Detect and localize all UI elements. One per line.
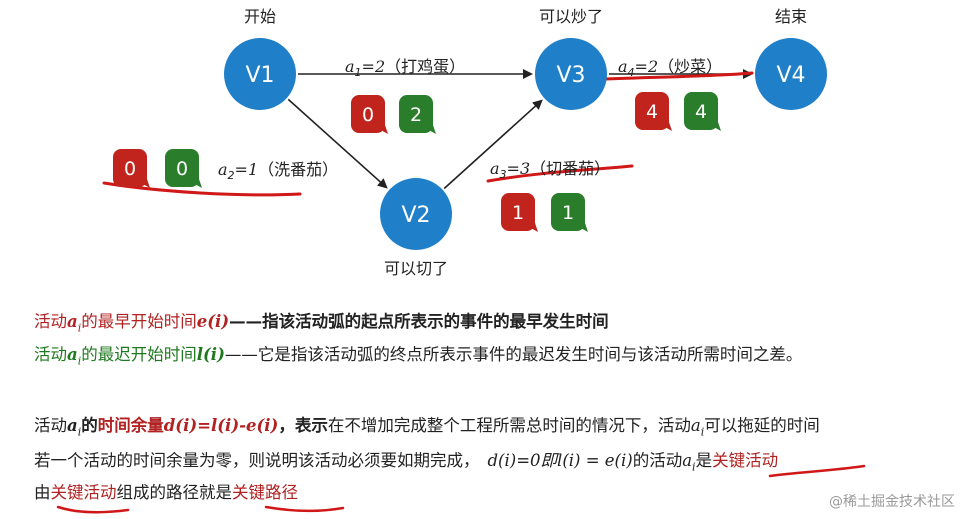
critical-activity-term: 关键活动 (712, 451, 779, 470)
event-node-label: V3 (556, 63, 585, 88)
event-caption-V3: 可以炒了 (539, 7, 603, 26)
event-caption-V2: 可以切了 (384, 259, 448, 278)
def1-term: 活动ai的最早开始时间e(i) (34, 312, 230, 335)
edge-V2-V3 (443, 99, 543, 190)
badge-value: 0 (176, 158, 188, 180)
definition-earliest-start: 活动ai的最早开始时间e(i)——指该活动弧的起点所表示的事件的最早发生时间 (34, 310, 609, 340)
badge-value: 4 (695, 101, 707, 123)
event-node-V4 (755, 38, 827, 110)
def2-desc: ——它是指该活动弧的终点所表示事件的最迟发生时间与该活动所需时间之差。 (224, 345, 803, 364)
latest-start-badge-a2: 0 (165, 149, 202, 188)
activity-label-a3: a3=3（切番茄） (490, 159, 610, 181)
watermark: @稀土掘金技术社区 (829, 494, 955, 510)
critical-path-rule: 由关键活动组成的路径就是关键路径 (34, 483, 298, 502)
earliest-start-badge-a4: 4 (635, 92, 672, 131)
badge-value: 1 (562, 202, 574, 224)
slack-formula: d(i)=l(i)-e(i) (163, 416, 279, 435)
event-node-V1 (224, 38, 296, 110)
def1-desc: ——指该活动弧的起点所表示的事件的最早发生时间 (229, 312, 609, 331)
badge-value: 0 (124, 158, 136, 180)
latest-start-badge-a1: 2 (399, 95, 436, 134)
event-node-label: V2 (401, 203, 430, 228)
badge-value: 1 (512, 202, 524, 224)
earliest-start-badge-a1: 0 (351, 95, 388, 134)
badge-value: 0 (362, 104, 374, 126)
critical-activity-rule: 若一个活动的时间余量为零，则说明该活动必须要如期完成，d(i)=0即l(i) =… (34, 451, 779, 474)
zero-slack-formula: d(i)=0即l(i) = e(i) (487, 451, 633, 470)
event-node-V3 (535, 38, 607, 110)
event-caption-V1: 开始 (244, 7, 276, 26)
def2-term: 活动ai的最迟开始时间l(i) (34, 345, 225, 368)
slack-term: 时间余量 (97, 416, 164, 435)
earliest-start-badge-a2: 0 (113, 149, 150, 188)
activity-label-a2: a2=1（洗番茄） (218, 160, 338, 182)
latest-start-badge-a3: 1 (551, 193, 588, 232)
event-node-V2 (380, 178, 452, 250)
event-caption-V4: 结束 (775, 7, 807, 26)
marker-under-a4 (604, 71, 754, 81)
critical-activity-term-2: 关键活动 (50, 483, 117, 502)
earliest-start-badge-a3: 1 (501, 193, 538, 232)
badge-value: 4 (646, 101, 658, 123)
marker-under-a3 (486, 164, 634, 183)
activity-label-a4: a4=2（炒菜） (618, 57, 722, 79)
critical-path-term: 关键路径 (232, 483, 298, 502)
latest-start-badge-a4: 4 (684, 92, 721, 131)
event-node-label: V1 (245, 63, 274, 88)
definition-slack: 活动ai的时间余量d(i)=l(i)-e(i)，表示在不增加完成整个工程所需总时… (34, 416, 820, 439)
activity-label-a1: a1=2（打鸡蛋） (345, 57, 465, 79)
event-node-label: V4 (776, 63, 805, 88)
badge-value: 2 (410, 104, 422, 126)
definition-latest-start: 活动ai的最迟开始时间l(i)——它是指该活动弧的终点所表示事件的最迟发生时间与… (34, 343, 802, 373)
edge-V1-V2 (287, 98, 388, 189)
